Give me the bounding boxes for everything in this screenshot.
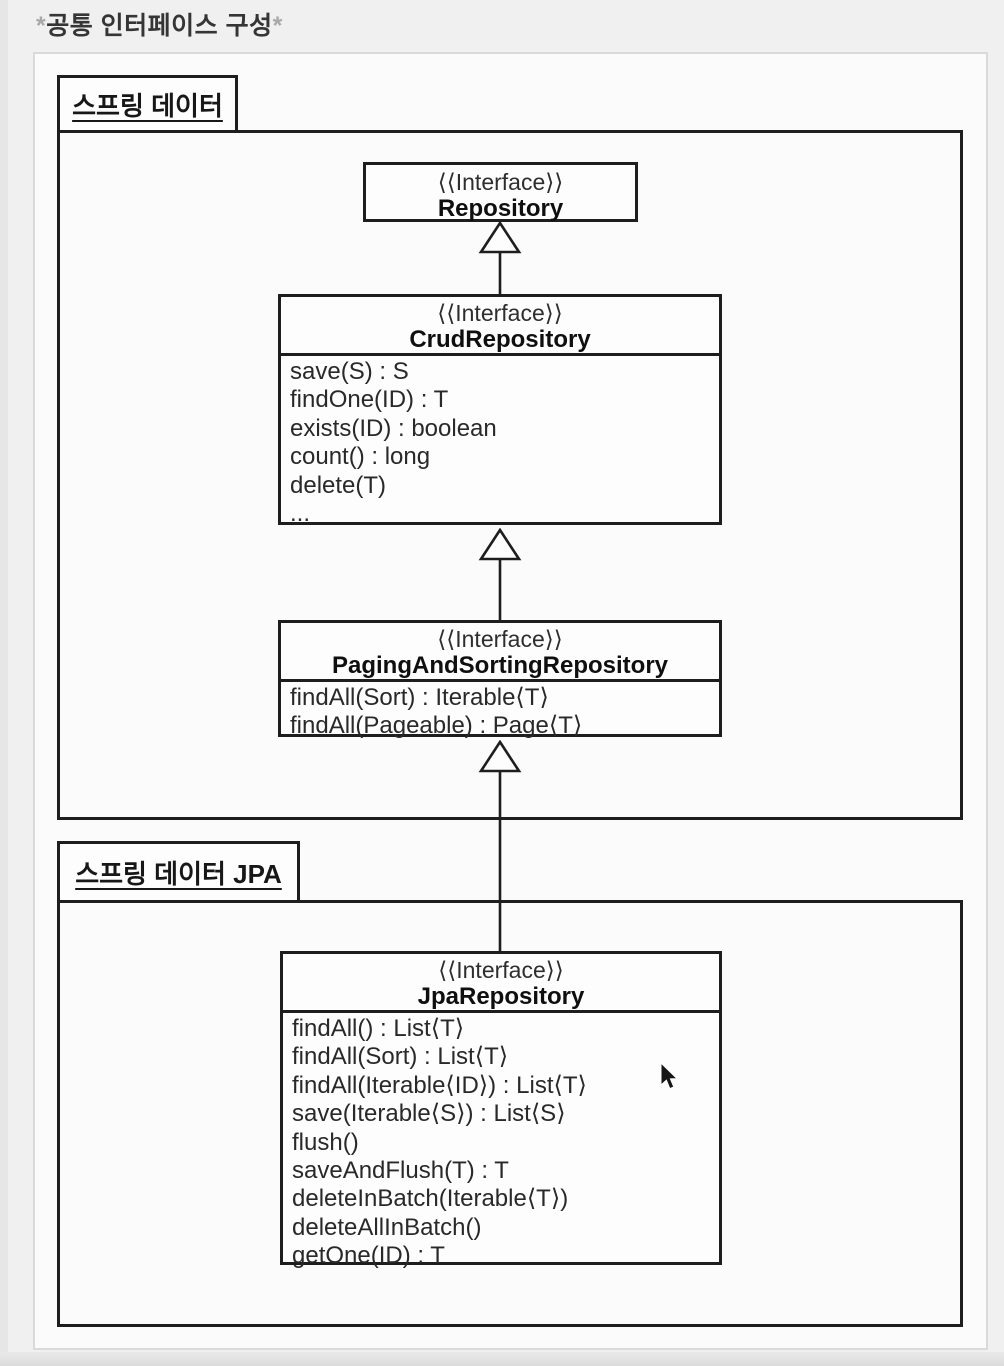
method-item: findOne(ID) : T [290,386,449,414]
generalization-arrow-crud-to-repository [478,221,522,297]
package-tab-spring-data: 스프링 데이터 [57,75,238,133]
method-item: deleteInBatch(Iterable⟨T⟩) [292,1185,569,1213]
method-list-jparepository: findAll() : List⟨T⟩findAll(Sort) : List⟨… [283,1010,719,1271]
method-item: flush() [292,1128,359,1156]
package-body-spring-data [57,130,963,820]
method-item: count() : long [290,443,431,471]
page-bottom-shade [0,1352,1004,1366]
method-item: saveAndFlush(T) : T [292,1157,509,1185]
class-box-crudrepository: ⟨⟨Interface⟩⟩ CrudRepository save(S) : S… [278,294,722,528]
method-item: delete(T) [290,471,387,499]
title-asterisk-left: * [36,12,47,40]
stereotype-label: ⟨⟨Interface⟩⟩ [437,168,564,195]
package-body-spring-data-jpa [57,900,963,1327]
method-item: findAll(Pageable) : Page⟨T⟩ [290,712,583,740]
stereotype-label: ⟨⟨Interface⟩⟩ [437,300,563,326]
method-item: findAll(Sort) : Iterable⟨T⟩ [290,684,549,711]
stereotype-label: ⟨⟨Interface⟩⟩ [438,957,564,983]
mouse-cursor-icon [660,1061,679,1090]
method-item: ... [290,500,311,528]
generalization-arrow-paging-to-crud [478,528,522,622]
package-label-spring-data: 스프링 데이터 [72,90,223,121]
method-item: save(Iterable⟨S⟩) : List⟨S⟩ [292,1100,566,1128]
class-name: PagingAndSortingRepository [332,652,668,679]
class-box-repository: ⟨⟨Interface⟩⟩ Repository [363,162,638,222]
class-header-crudrepository: ⟨⟨Interface⟩⟩ CrudRepository [281,297,719,353]
package-label-spring-data-jpa: 스프링 데이터 JPA [75,858,282,889]
method-item: findAll(Iterable⟨ID⟩) : List⟨T⟩ [292,1071,587,1099]
package-tab-spring-data-jpa: 스프링 데이터 JPA [57,841,300,903]
class-header-repository: ⟨⟨Interface⟩⟩ Repository [366,165,635,222]
method-item: getOne(ID) : T [292,1242,445,1270]
page-edge-shade [0,0,8,1366]
class-name: JpaRepository [417,983,585,1010]
title-text: 공통 인터페이스 구성 [46,12,273,40]
page-title: *공통 인터페이스 구성* [36,6,283,42]
method-item: deleteAllInBatch() [292,1213,482,1241]
class-name: CrudRepository [409,326,591,353]
class-box-jparepository: ⟨⟨Interface⟩⟩ JpaRepository findAll() : … [280,951,722,1269]
method-item: save(S) : S [290,358,409,385]
method-list-pagingandsortingrepository: findAll(Sort) : Iterable⟨T⟩findAll(Pagea… [281,679,719,741]
method-item: exists(ID) : boolean [290,414,497,442]
class-name: Repository [437,194,564,222]
stereotype-label: ⟨⟨Interface⟩⟩ [437,626,563,652]
method-item: findAll(Sort) : List⟨T⟩ [292,1043,509,1071]
method-item: findAll() : List⟨T⟩ [292,1015,465,1042]
title-asterisk-right: * [272,12,283,40]
class-header-pagingandsortingrepository: ⟨⟨Interface⟩⟩ PagingAndSortingRepository [281,623,719,679]
generalization-arrow-jpa-to-paging [478,740,522,953]
class-header-jparepository: ⟨⟨Interface⟩⟩ JpaRepository [283,954,719,1010]
class-box-pagingandsortingrepository: ⟨⟨Interface⟩⟩ PagingAndSortingRepository… [278,620,722,739]
